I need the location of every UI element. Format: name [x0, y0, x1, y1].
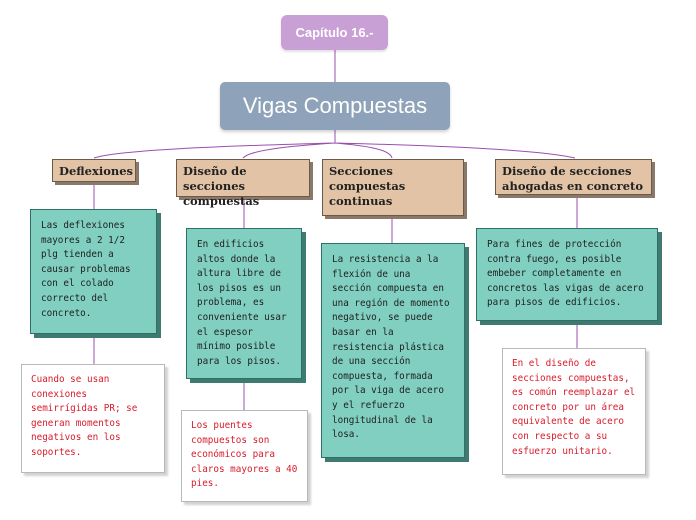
connector-main-branches: [93, 130, 576, 159]
description-secciones-ahogadas[interactable]: Para fines de protección contra fuego, e…: [476, 228, 658, 321]
description-secciones-compuestas-continuas[interactable]: La resistencia a la flexión de una secci…: [321, 243, 465, 458]
chapter-node[interactable]: Capítulo 16.-: [281, 15, 388, 50]
description-diseno-secciones-compuestas[interactable]: En edificios altos donde la altura libre…: [186, 228, 302, 379]
note-secciones-ahogadas[interactable]: En el diseño de secciones compuestas, es…: [502, 348, 646, 475]
topic-diseno-secciones-compuestas[interactable]: Diseño de secciones compuestas: [176, 159, 310, 208]
main-topic-node[interactable]: Vigas Compuestas: [220, 82, 450, 130]
description-deflexiones[interactable]: Las deflexiones mayores a 2 1/2 plg tien…: [30, 209, 157, 334]
topic-deflexiones[interactable]: Deflexiones: [52, 159, 136, 182]
topic-secciones-compuestas-continuas[interactable]: Secciones compuestas continuas: [322, 159, 464, 216]
note-deflexiones[interactable]: Cuando se usan conexiones semirrígidas P…: [21, 364, 165, 473]
note-diseno-secciones-compuestas[interactable]: Los puentes compuestos son económicos pa…: [181, 410, 308, 502]
topic-secciones-ahogadas[interactable]: Diseño de secciones ahogadas en concreto: [495, 159, 652, 195]
